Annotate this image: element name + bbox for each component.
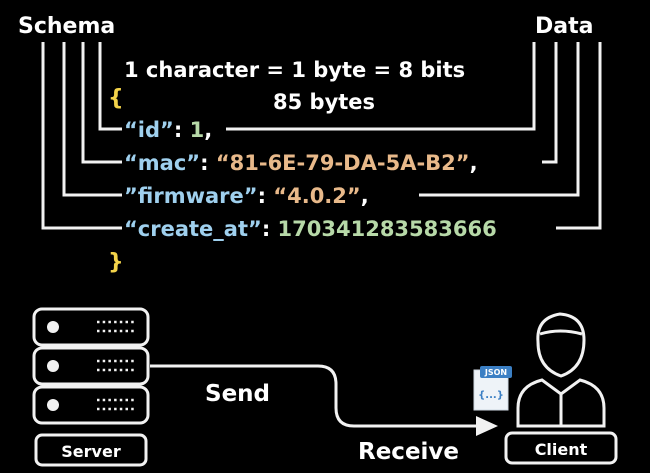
client-hairline [539,329,583,336]
data-connectors [226,42,602,230]
server-led-1 [47,321,59,333]
server-vents [97,320,134,411]
server-led-3 [47,399,59,411]
data-connector-firmware [419,42,580,197]
json-open-brace: { [108,86,124,111]
json-value-create-at: 1703412835836​66 [278,217,497,241]
transfer-path [150,364,478,428]
client-label: Client [535,440,588,459]
json-comma-firmware: , [361,184,369,208]
data-heading: Data [535,14,593,39]
server-unit-2 [32,346,150,386]
schema-connector-mac [81,42,122,164]
json-colon-id: : [174,118,190,142]
data-connector-mac [542,42,558,164]
schema-connector-firmware [62,42,122,197]
json-comma-id: , [204,118,212,142]
json-comma-mac: , [470,151,478,175]
json-file-badge-text: JSON [484,368,507,377]
schema-connectors [41,42,122,230]
json-value-id: 1 [190,118,205,142]
client-label-box [504,431,618,465]
json-line-mac: “mac”: “81-6E-79-DA-5A-B2”, [124,151,478,175]
server-icon [32,307,150,425]
json-colon-create-at: : [262,217,278,241]
json-close-brace: } [108,250,124,275]
server-unit-1 [32,307,150,347]
json-key-create-at: “create_at” [124,217,262,241]
size-caption-line2: 85 bytes [273,90,375,114]
client-head [536,312,586,378]
json-key-id: “id” [124,118,174,142]
json-key-mac: “mac” [124,151,200,175]
json-line-create-at: “create_at”: 1703412835836​66 [124,217,497,241]
client-person-icon [516,312,606,428]
json-colon-mac: : [200,151,216,175]
json-file-body-text: {...} [478,390,504,401]
size-caption-line1: 1 character = 1 byte = 8 bits [124,58,465,82]
json-file-badge [480,366,512,378]
server-label-box [34,433,148,467]
data-connector-create-at [556,42,602,230]
schema-connector-create-at [41,42,122,230]
json-value-firmware: “4.0.2” [273,184,360,208]
receive-label: Receive [358,439,459,465]
server-label: Server [61,442,121,461]
schema-connector-id [98,42,122,131]
schema-heading: Schema [18,14,115,39]
server-unit-3 [32,385,150,425]
client-body [516,378,606,428]
data-connector-id [226,42,536,131]
json-value-mac: “81-6E-79-DA-5A-B2” [216,151,470,175]
json-key-firmware: ”firmware” [124,184,258,208]
send-label: Send [205,381,270,407]
json-file-icon: JSON {...} [473,366,512,411]
json-line-id: “id”: 1, [124,118,212,142]
arrowhead-icon [476,416,498,436]
json-line-firmware: ”firmware”: “4.0.2”, [124,184,369,208]
server-led-2 [47,360,59,372]
json-colon-firmware: : [258,184,274,208]
